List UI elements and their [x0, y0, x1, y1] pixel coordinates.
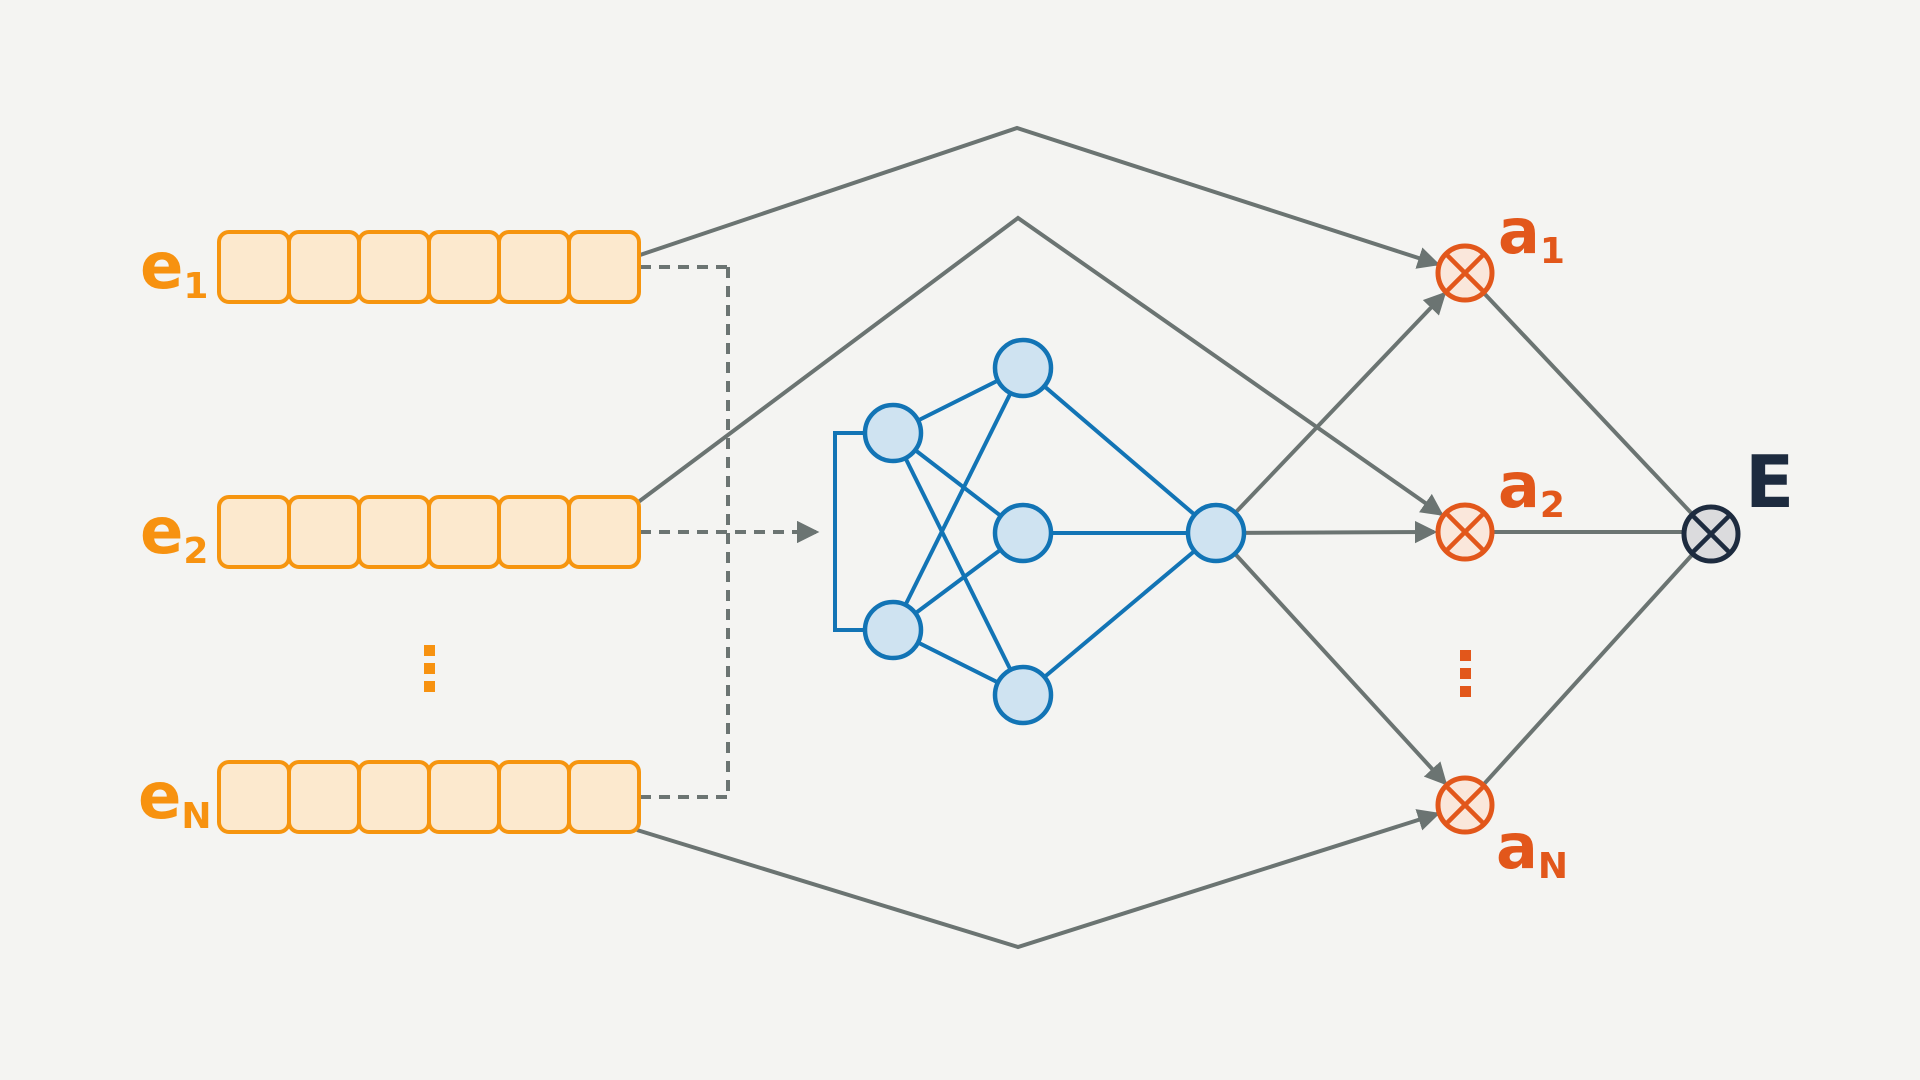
vector-cell — [217, 230, 291, 304]
vector-cell — [287, 760, 361, 834]
multiply-x-stroke — [1444, 511, 1486, 553]
vector-cell — [497, 495, 571, 569]
embedding-label-e1: e1 — [140, 230, 208, 307]
edge-network-to-a1 — [1214, 291, 1447, 535]
attention-ellipsis-icon — [1460, 650, 1471, 697]
nn-hidden-node-3 — [992, 664, 1054, 726]
vector-cell — [497, 760, 571, 834]
nn-hidden-node-2 — [992, 502, 1054, 564]
edge-e2-to-a2 — [635, 215, 1444, 516]
dashed-connectors — [640, 265, 820, 799]
vector-cell — [287, 495, 361, 569]
edge-network-to-a2 — [1215, 520, 1438, 544]
nn-edge — [1021, 366, 1218, 535]
vector-cell — [217, 495, 291, 569]
vector-cell — [357, 495, 431, 569]
ellipsis-dot — [424, 681, 435, 692]
multiply-x-stroke — [1690, 513, 1732, 555]
ellipsis-dot — [1460, 686, 1471, 697]
attention-node-aN — [1435, 775, 1495, 835]
vector-cell — [427, 760, 501, 834]
multiply-x-stroke — [1444, 252, 1486, 294]
vector-cell — [427, 230, 501, 304]
edge-eN-to-aN — [636, 809, 1441, 950]
nn-edge — [1021, 531, 1218, 697]
embedding-label-e2: e2 — [140, 495, 208, 572]
ellipsis-dot — [424, 645, 435, 656]
scoring-network — [833, 337, 1247, 726]
ellipsis-dot — [1460, 668, 1471, 679]
vector-cell — [217, 760, 291, 834]
attention-label-aN: aN — [1496, 810, 1568, 887]
embedding-vector-e1 — [217, 230, 641, 304]
nn-output-node — [1185, 502, 1247, 564]
nn-hidden-node-1 — [992, 337, 1054, 399]
multiply-x-stroke — [1444, 784, 1486, 826]
attention-node-a2 — [1435, 502, 1495, 562]
edge-e1-to-a1 — [636, 125, 1441, 269]
nn-edge — [891, 432, 1025, 696]
attention-node-a1 — [1435, 243, 1495, 303]
network-input-bracket — [833, 431, 868, 632]
embedding-vector-e2 — [217, 495, 641, 569]
vector-cell — [567, 230, 641, 304]
nn-edge — [891, 367, 1025, 631]
vector-cell — [357, 760, 431, 834]
vector-cell — [567, 760, 641, 834]
connector-lines — [635, 125, 1713, 950]
vector-cell — [357, 230, 431, 304]
output-label-E: E — [1745, 440, 1794, 524]
vector-cell — [287, 230, 361, 304]
vector-cell — [567, 495, 641, 569]
vector-cell — [427, 495, 501, 569]
edge-aN-to-E — [1463, 532, 1713, 807]
embedding-vector-eN — [217, 760, 641, 834]
edge-a1-to-E — [1463, 271, 1713, 536]
nn-input-node-1 — [862, 402, 924, 464]
edge-network-to-aN — [1214, 531, 1448, 786]
ellipsis-dot — [1460, 650, 1471, 661]
attention-label-a2: a2 — [1498, 449, 1565, 526]
output-node-E — [1681, 504, 1741, 564]
nn-input-node-2 — [862, 599, 924, 661]
embeddings-ellipsis-icon — [424, 645, 435, 692]
embedding-label-eN: eN — [138, 760, 212, 837]
attention-label-a1: a1 — [1498, 195, 1565, 272]
ellipsis-dot — [424, 663, 435, 674]
vector-cell — [497, 230, 571, 304]
